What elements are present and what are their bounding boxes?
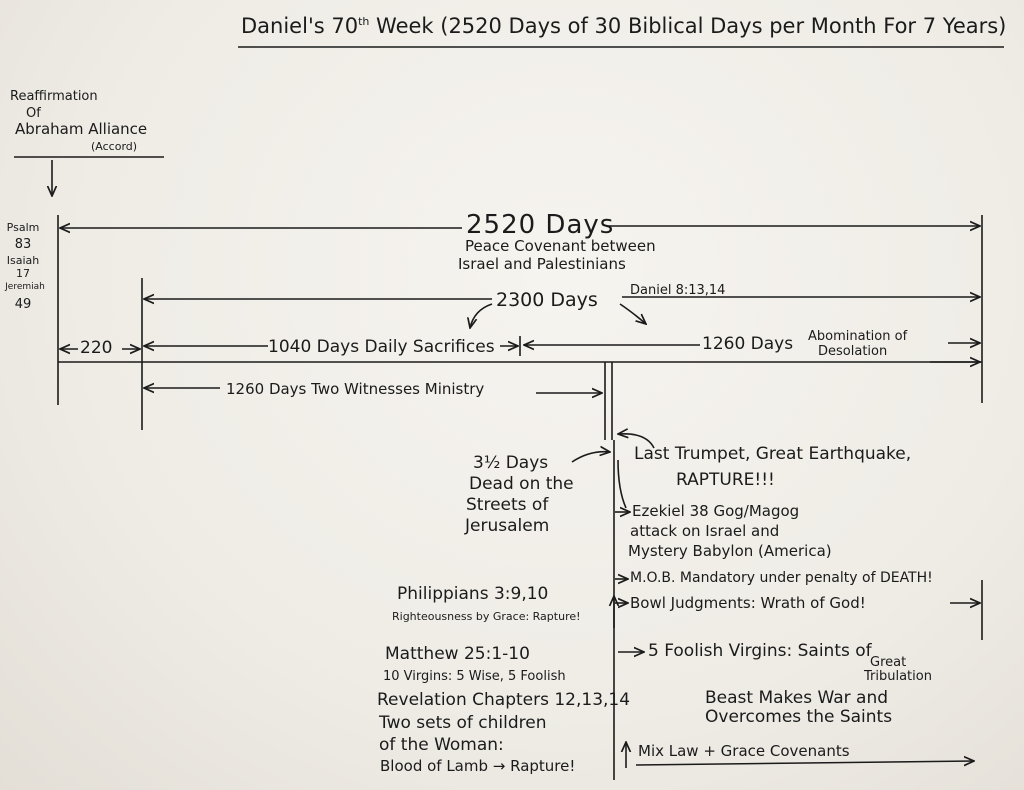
foolish-line1: 5 Foolish Virgins: Saints of — [648, 641, 872, 661]
witnesses-label: 1260 Days Two Witnesses Ministry — [226, 380, 485, 398]
ref-jeremiah: Jeremiah — [5, 282, 45, 292]
span-1260-label: 1260 Days — [702, 334, 794, 354]
last-trumpet-line1: Last Trumpet, Great Earthquake, — [634, 444, 912, 464]
philippians-line2: Righteousness by Grace: Rapture! — [392, 610, 581, 623]
ref-isaiah: Isaiah — [6, 254, 40, 267]
beast-line1: Beast Makes War and — [705, 688, 889, 708]
ref-isaiah-17: 17 — [16, 267, 30, 280]
last-trumpet-line2: RAPTURE!!! — [676, 470, 775, 490]
mix-law-label: Mix Law + Grace Covenants — [638, 742, 850, 760]
reaffirmation-line2: Of — [26, 106, 41, 121]
ezekiel-line3: Mystery Babylon (America) — [628, 542, 832, 560]
ref-psalm: Psalm — [6, 221, 40, 234]
ezekiel-line1: Ezekiel 38 Gog/Magog — [632, 502, 800, 520]
ref-jeremiah-49: 49 — [14, 297, 32, 312]
title-prefix: Daniel's 70 — [241, 14, 359, 38]
abomination-line2: Desolation — [818, 344, 888, 359]
span-2520-sub1: Peace Covenant between — [465, 237, 656, 255]
mix-law-underline — [635, 761, 974, 765]
arrow-2300-right — [619, 303, 646, 324]
span-1040-label: 1040 Days Daily Sacrifices — [268, 337, 495, 357]
page-title: Daniel's 70th Week (2520 Days of 30 Bibl… — [241, 16, 1006, 37]
matthew-line1: Matthew 25:1-10 — [385, 644, 530, 664]
foolish-line2: Great — [870, 655, 907, 670]
title-suffix: Week (2520 Days of 30 Biblical Days per … — [369, 14, 1007, 38]
arrow-2300-left — [470, 303, 493, 328]
span-2520-label: 2520 Days — [466, 210, 615, 240]
matthew-line2: 10 Virgins: 5 Wise, 5 Foolish — [383, 669, 566, 684]
revelation-line4: Blood of Lamb → Rapture! — [380, 757, 576, 775]
philippians-line1: Philippians 3:9,10 — [397, 584, 549, 604]
revelation-line3: of the Woman: — [379, 735, 504, 755]
abomination-line1: Abomination of — [808, 329, 908, 344]
span-2520-sub2: Israel and Palestinians — [458, 255, 626, 273]
reaffirmation-line4: (Accord) — [91, 140, 138, 153]
revelation-line2: Two sets of children — [379, 713, 547, 733]
last-trumpet-arrow — [618, 434, 655, 449]
revelation-line1: Revelation Chapters 12,13,14 — [377, 690, 631, 710]
beast-line2: Overcomes the Saints — [705, 707, 893, 727]
three-half-days-arrow — [571, 452, 610, 463]
three-half-days-line4: Jerusalem — [465, 516, 550, 536]
three-half-days-line2: Dead on the — [469, 474, 574, 494]
title-superscript: th — [358, 15, 370, 28]
three-half-days-line3: Streets of — [466, 495, 549, 515]
reaffirmation-line1: Reaffirmation — [10, 89, 98, 104]
reaffirmation-line3: Abraham Alliance — [15, 120, 148, 138]
ezekiel-line2: attack on Israel and — [630, 522, 780, 540]
span-220-label: 220 — [80, 338, 113, 358]
bowl-label: Bowl Judgments: Wrath of God! — [630, 594, 866, 612]
span-2300-ref: Daniel 8:13,14 — [630, 283, 726, 298]
span-2300-label: 2300 Days — [496, 289, 598, 311]
mob-label: M.O.B. Mandatory under penalty of DEATH! — [630, 570, 933, 586]
ezekiel-pointer — [617, 459, 627, 509]
ref-psalm-83: 83 — [14, 237, 32, 252]
foolish-line3: Tribulation — [864, 669, 932, 684]
three-half-days-line1: 3½ Days — [473, 453, 549, 473]
